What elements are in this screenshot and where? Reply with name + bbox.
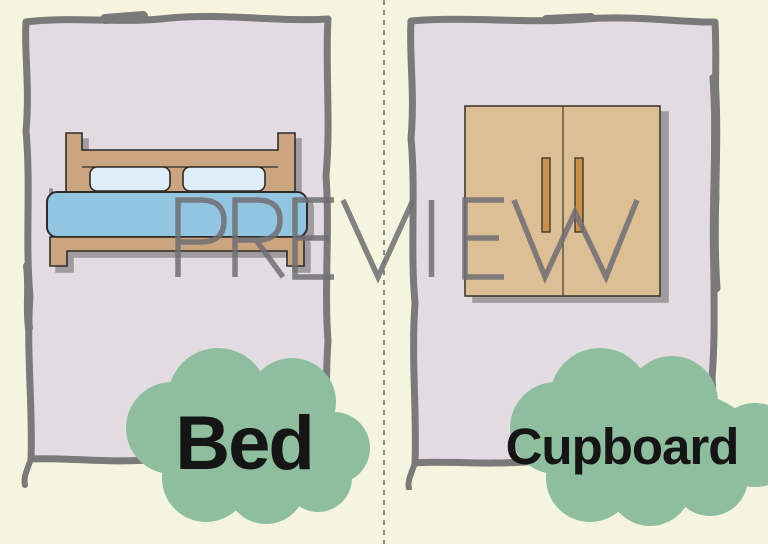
cupboard-handle-left [541,157,551,233]
cut-line-divider [383,0,385,544]
cupboard-label: Cupboard [505,417,740,475]
cupboard-handle-right [574,157,584,233]
bed-label-cloud [126,348,370,524]
bed-label: Bed [175,401,315,486]
bed-base-legs [49,236,305,267]
cupboard-label-cloud [510,348,768,526]
